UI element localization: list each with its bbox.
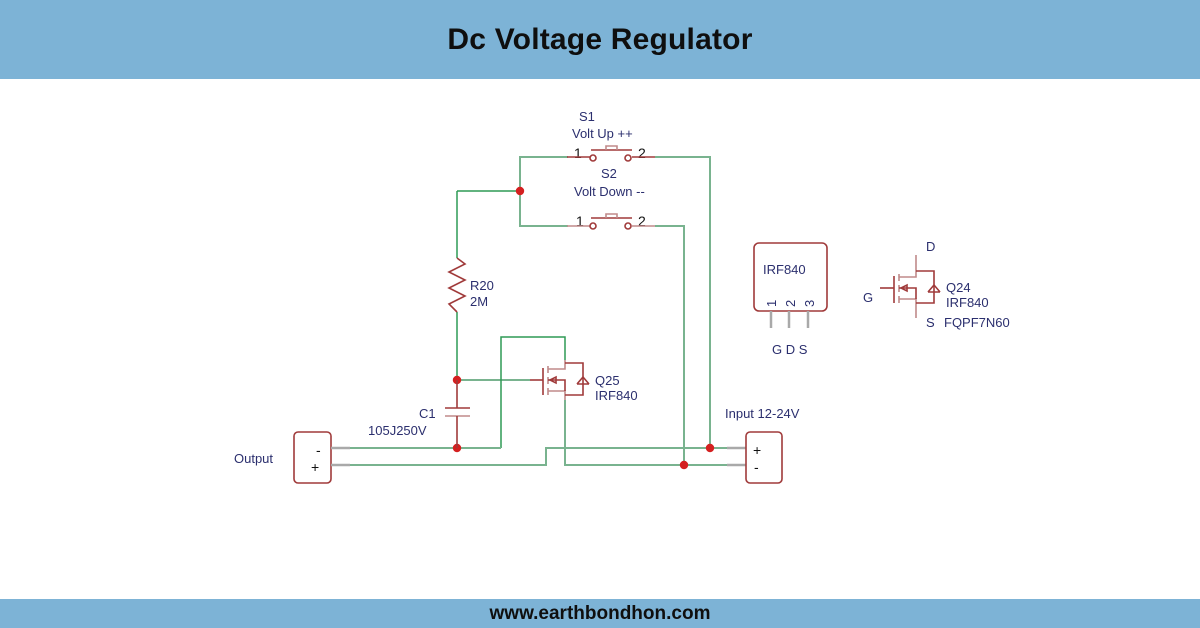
s2-pin2: 2 xyxy=(638,213,646,229)
output-plus: + xyxy=(311,459,319,475)
s1-button xyxy=(605,145,618,150)
wire-s1-right-rail xyxy=(655,156,711,448)
input-leads xyxy=(727,446,746,467)
q25-diode-wire xyxy=(565,362,584,396)
q24-drain-label: D xyxy=(926,239,935,254)
q25-ref: Q25 xyxy=(595,373,620,388)
mosfet-q25: Q25 IRF840 xyxy=(530,360,638,403)
s1-ref: S1 xyxy=(579,109,595,124)
package-pin3: 3 xyxy=(802,300,817,307)
package-pin-names: G D S xyxy=(772,342,808,357)
junction-nodes xyxy=(452,186,715,470)
c1-ref: C1 xyxy=(419,406,436,421)
input-body xyxy=(745,431,783,484)
s1-pin2: 2 xyxy=(638,145,646,161)
r20-value: 2M xyxy=(470,294,488,309)
output-leads xyxy=(331,446,350,467)
q24-source-label: S xyxy=(926,315,935,330)
s2-contact xyxy=(624,222,632,230)
package-pin2: 2 xyxy=(783,300,798,307)
switch-s1: S1 Volt Up ++ 1 2 xyxy=(567,109,655,162)
switch-s2: S2 Volt Down -- 1 2 xyxy=(567,166,655,230)
q24-gate-label: G xyxy=(863,290,873,305)
wires xyxy=(350,156,745,466)
wire-output-plus xyxy=(350,447,710,466)
q25-part: IRF840 xyxy=(595,388,638,403)
output-label: Output xyxy=(234,451,273,466)
c1-value: 105J250V xyxy=(368,423,427,438)
s1-desc: Volt Up ++ xyxy=(572,126,633,141)
s1-contact xyxy=(589,154,597,162)
resistor-zigzag xyxy=(447,257,467,313)
input-label: Input 12-24V xyxy=(725,406,800,421)
s2-desc: Volt Down -- xyxy=(574,184,645,199)
s1-contact xyxy=(624,154,632,162)
footer-banner: www.earthbondhon.com xyxy=(0,599,1200,628)
package-part: IRF840 xyxy=(763,262,806,277)
package-pin1: 1 xyxy=(764,300,779,307)
q24-ref: Q24 xyxy=(946,280,971,295)
junction-node xyxy=(679,460,689,470)
title-banner: Dc Voltage Regulator xyxy=(0,0,1200,79)
input-minus: - xyxy=(754,459,759,475)
output-connector: Output - + xyxy=(234,431,350,484)
mosfet-q24: D G Q24 IRF840 S FQPF7N60 xyxy=(863,239,1010,330)
q25-arrow xyxy=(548,375,557,385)
q24-diode-wire xyxy=(916,270,935,304)
q24-part: IRF840 xyxy=(946,295,989,310)
package-body xyxy=(753,242,828,312)
r20-ref: R20 xyxy=(470,278,494,293)
wire-drain-loop xyxy=(500,336,566,448)
wire-s2-right-rail xyxy=(655,225,685,465)
package-irf840: IRF840 1 2 3 G D S xyxy=(753,242,828,357)
s2-contact xyxy=(589,222,597,230)
website-url: www.earthbondhon.com xyxy=(489,602,711,624)
page-title: Dc Voltage Regulator xyxy=(447,22,753,56)
q25-body xyxy=(548,379,566,391)
q24-body xyxy=(899,287,917,299)
output-body xyxy=(293,431,332,484)
s1-pin1: 1 xyxy=(574,145,582,161)
q24-arrow xyxy=(899,283,908,293)
q24-diode xyxy=(927,284,941,293)
wire-s1-left xyxy=(519,156,568,191)
junction-node xyxy=(515,186,525,196)
resistor-r20: R20 2M xyxy=(447,257,494,313)
wire-s2-left xyxy=(519,191,568,227)
s2-pin1: 1 xyxy=(576,213,584,229)
q25-diode xyxy=(576,376,590,385)
wire-source-input-minus xyxy=(564,400,745,466)
s2-button xyxy=(605,213,618,218)
capacitor-c1: C1 105J250V xyxy=(368,380,470,448)
input-connector: Input 12-24V + - xyxy=(725,406,800,484)
package-legs xyxy=(769,311,810,328)
q24-alt-part: FQPF7N60 xyxy=(944,315,1010,330)
s2-ref: S2 xyxy=(601,166,617,181)
output-minus: - xyxy=(316,442,321,458)
junction-node xyxy=(705,443,715,453)
input-plus: + xyxy=(753,442,761,458)
